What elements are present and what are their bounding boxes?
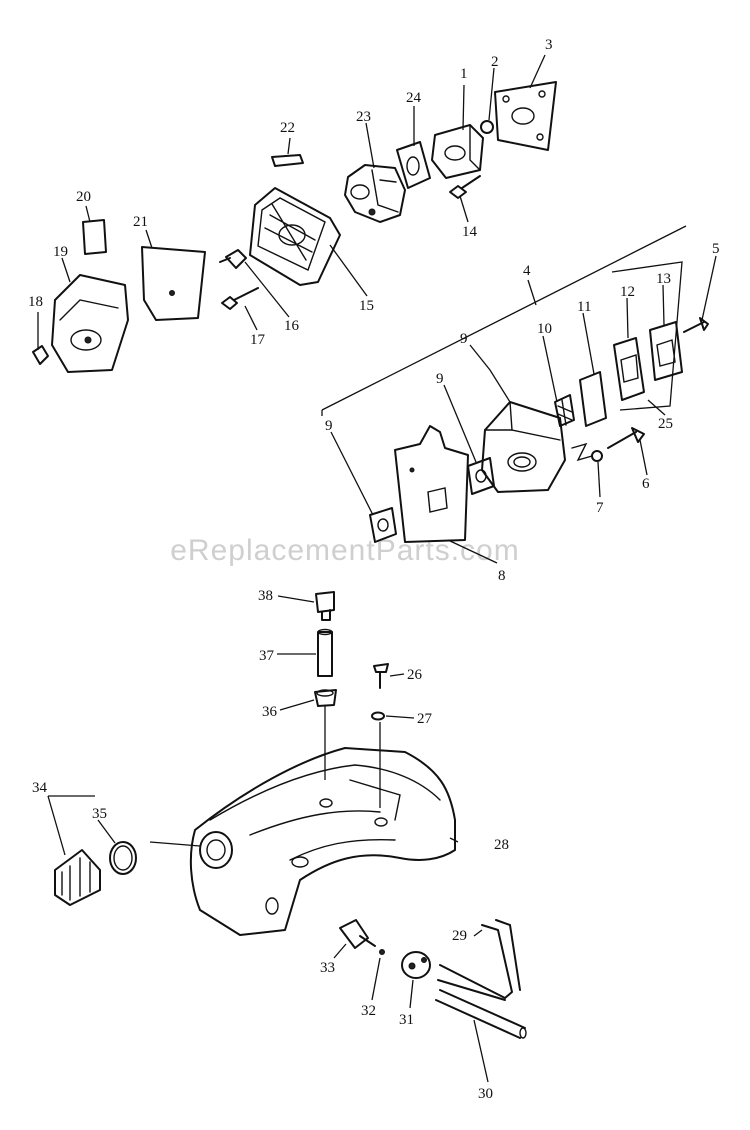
label-31: 31 (399, 1012, 414, 1028)
part-5-bolt (683, 317, 709, 333)
label-24: 24 (406, 90, 422, 106)
part-27-washer (371, 711, 385, 721)
label-21: 21 (133, 214, 148, 230)
label-23: 23 (356, 109, 371, 125)
part-10-screen (554, 394, 575, 427)
part-labels: 1 2 3 4 5 6 7 8 9 9 9 10 11 12 13 14 15 … (28, 37, 720, 1102)
part-13-plate (649, 321, 683, 381)
bracket-line-4 (321, 225, 687, 411)
part-35-o-ring (109, 841, 137, 875)
label-9c: 9 (460, 331, 468, 347)
part-33-filter (339, 919, 376, 949)
label-37: 37 (259, 648, 275, 664)
label-6: 6 (642, 476, 650, 492)
part-30-fuel-line (435, 989, 527, 1039)
label-7: 7 (596, 500, 604, 516)
part-21-filter (141, 246, 206, 321)
label-38: 38 (258, 588, 273, 604)
label-12: 12 (620, 284, 635, 300)
label-36: 36 (262, 704, 278, 720)
part-28-fuel-tank (189, 747, 456, 936)
part-38-cap (315, 591, 335, 621)
label-10: 10 (537, 321, 552, 337)
label-5: 5 (712, 241, 720, 257)
label-27: 27 (417, 711, 433, 727)
part-2-ring (480, 120, 494, 134)
bracket-line-25 (611, 261, 683, 411)
label-1: 1 (460, 66, 468, 82)
part-18-wing-nut (32, 345, 49, 365)
label-17: 17 (250, 332, 266, 348)
part-6-bolt (607, 427, 645, 449)
part-14-bolt (449, 175, 481, 199)
label-33: 33 (320, 960, 335, 976)
label-25: 25 (658, 416, 673, 432)
part-muffler (481, 401, 566, 493)
part-17-screw (221, 287, 259, 310)
part-36-grommet (314, 689, 337, 707)
label-11: 11 (577, 299, 591, 315)
label-18: 18 (28, 294, 43, 310)
label-28: 28 (494, 837, 509, 853)
label-34: 34 (32, 780, 48, 796)
part-16-choke-lever (219, 249, 247, 269)
label-16: 16 (284, 318, 300, 334)
part-23-carburetor (344, 164, 406, 223)
label-26: 26 (407, 667, 423, 683)
part-8-heat-shield (394, 425, 469, 543)
part-19-cover (51, 274, 129, 373)
label-9b: 9 (436, 371, 444, 387)
label-3: 3 (545, 37, 553, 53)
label-13: 13 (656, 271, 671, 287)
watermark: eReplacementParts.com (170, 534, 519, 567)
lead-neck (149, 841, 201, 847)
part-32-clip (379, 949, 385, 955)
part-3-gasket (494, 81, 557, 151)
part-9-gasket-left (369, 507, 397, 543)
part-26-screw (373, 663, 389, 689)
part-34-fuel-cap (54, 849, 101, 906)
label-29: 29 (452, 928, 467, 944)
part-clip (571, 442, 593, 462)
part-11-gasket (579, 371, 607, 427)
part-20-filter (82, 219, 107, 255)
label-4: 4 (523, 263, 531, 279)
part-12-gasket (613, 337, 645, 401)
part-29-fuel-line (437, 919, 521, 1001)
label-14: 14 (462, 224, 478, 240)
label-32: 32 (361, 1003, 376, 1019)
part-1-insulator (431, 124, 484, 179)
label-8: 8 (498, 568, 506, 584)
part-37-tube (317, 628, 333, 677)
part-24-gasket (396, 141, 431, 189)
leader-lines (37, 54, 717, 1083)
label-9a: 9 (325, 418, 333, 434)
part-15-air-cleaner-case (249, 187, 341, 286)
label-35: 35 (92, 806, 107, 822)
label-22: 22 (280, 120, 295, 136)
label-20: 20 (76, 189, 91, 205)
part-31-grommet (401, 951, 431, 979)
part-9-gasket-right (467, 457, 495, 495)
label-19: 19 (53, 244, 68, 260)
part-22-gasket (271, 154, 304, 167)
part-7-washer (591, 450, 603, 462)
label-15: 15 (359, 298, 374, 314)
label-2: 2 (491, 54, 499, 70)
label-30: 30 (478, 1086, 493, 1102)
